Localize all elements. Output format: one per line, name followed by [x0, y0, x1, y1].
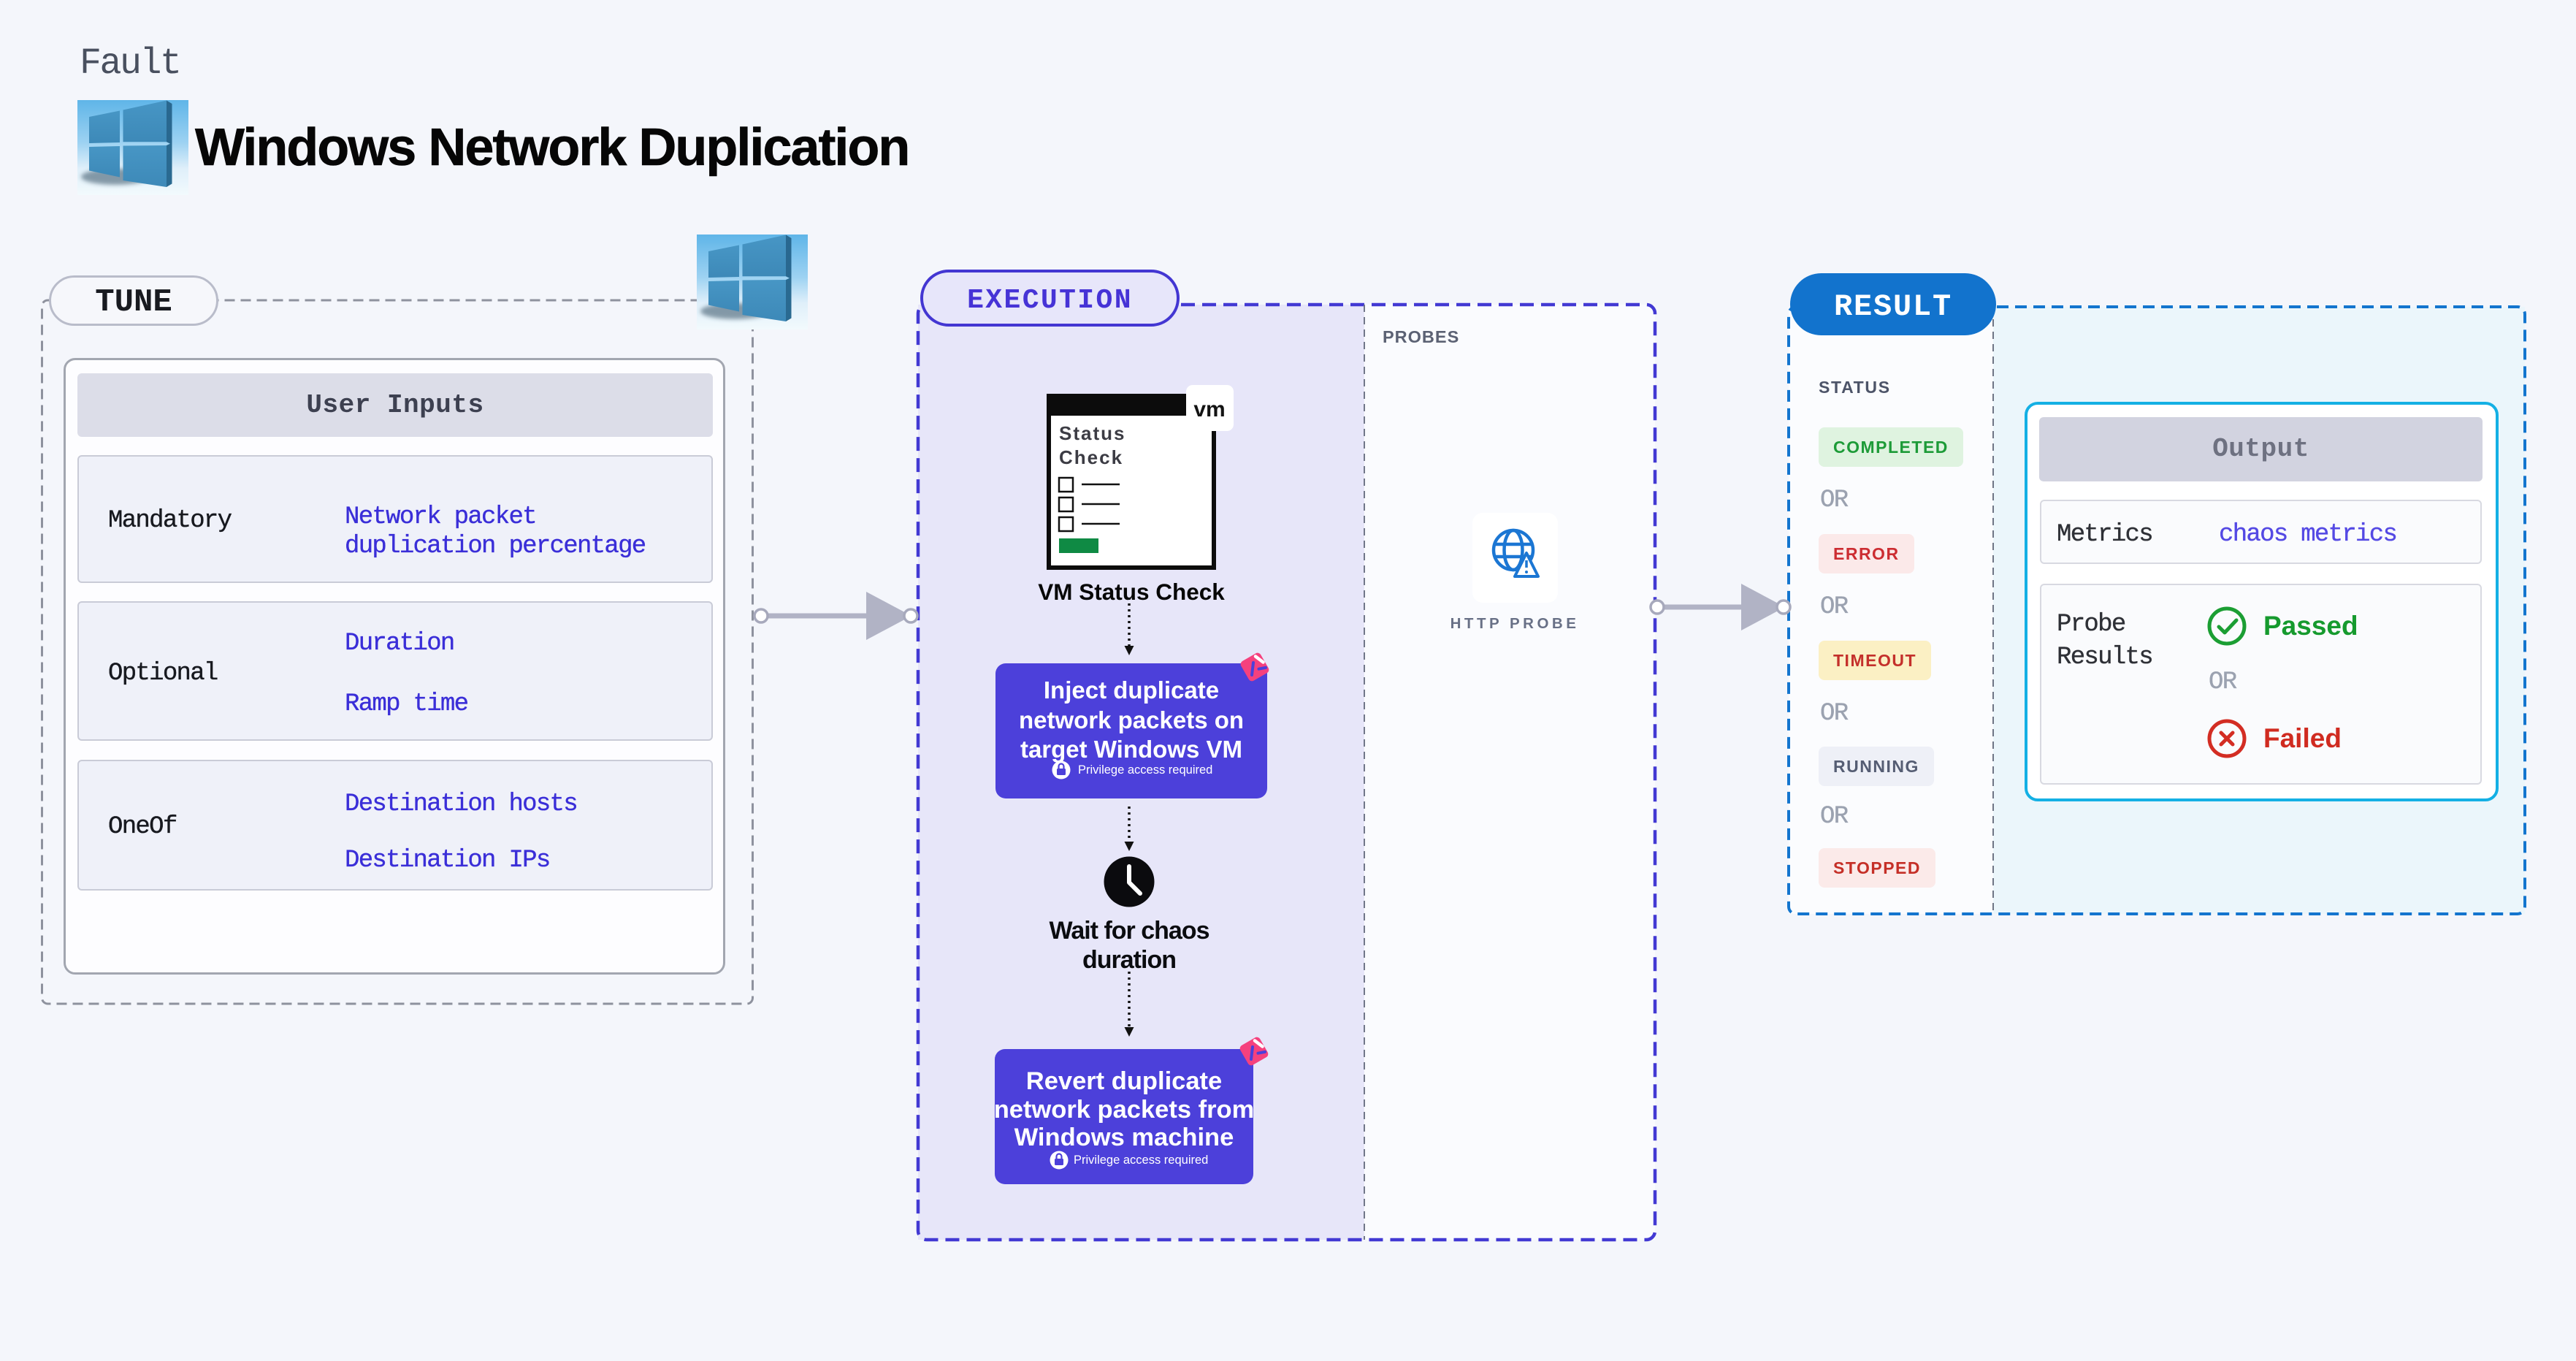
- svg-text:Status: Status: [1059, 422, 1125, 444]
- svg-text:vm: vm: [1193, 397, 1225, 422]
- svg-text:Check: Check: [1059, 446, 1123, 468]
